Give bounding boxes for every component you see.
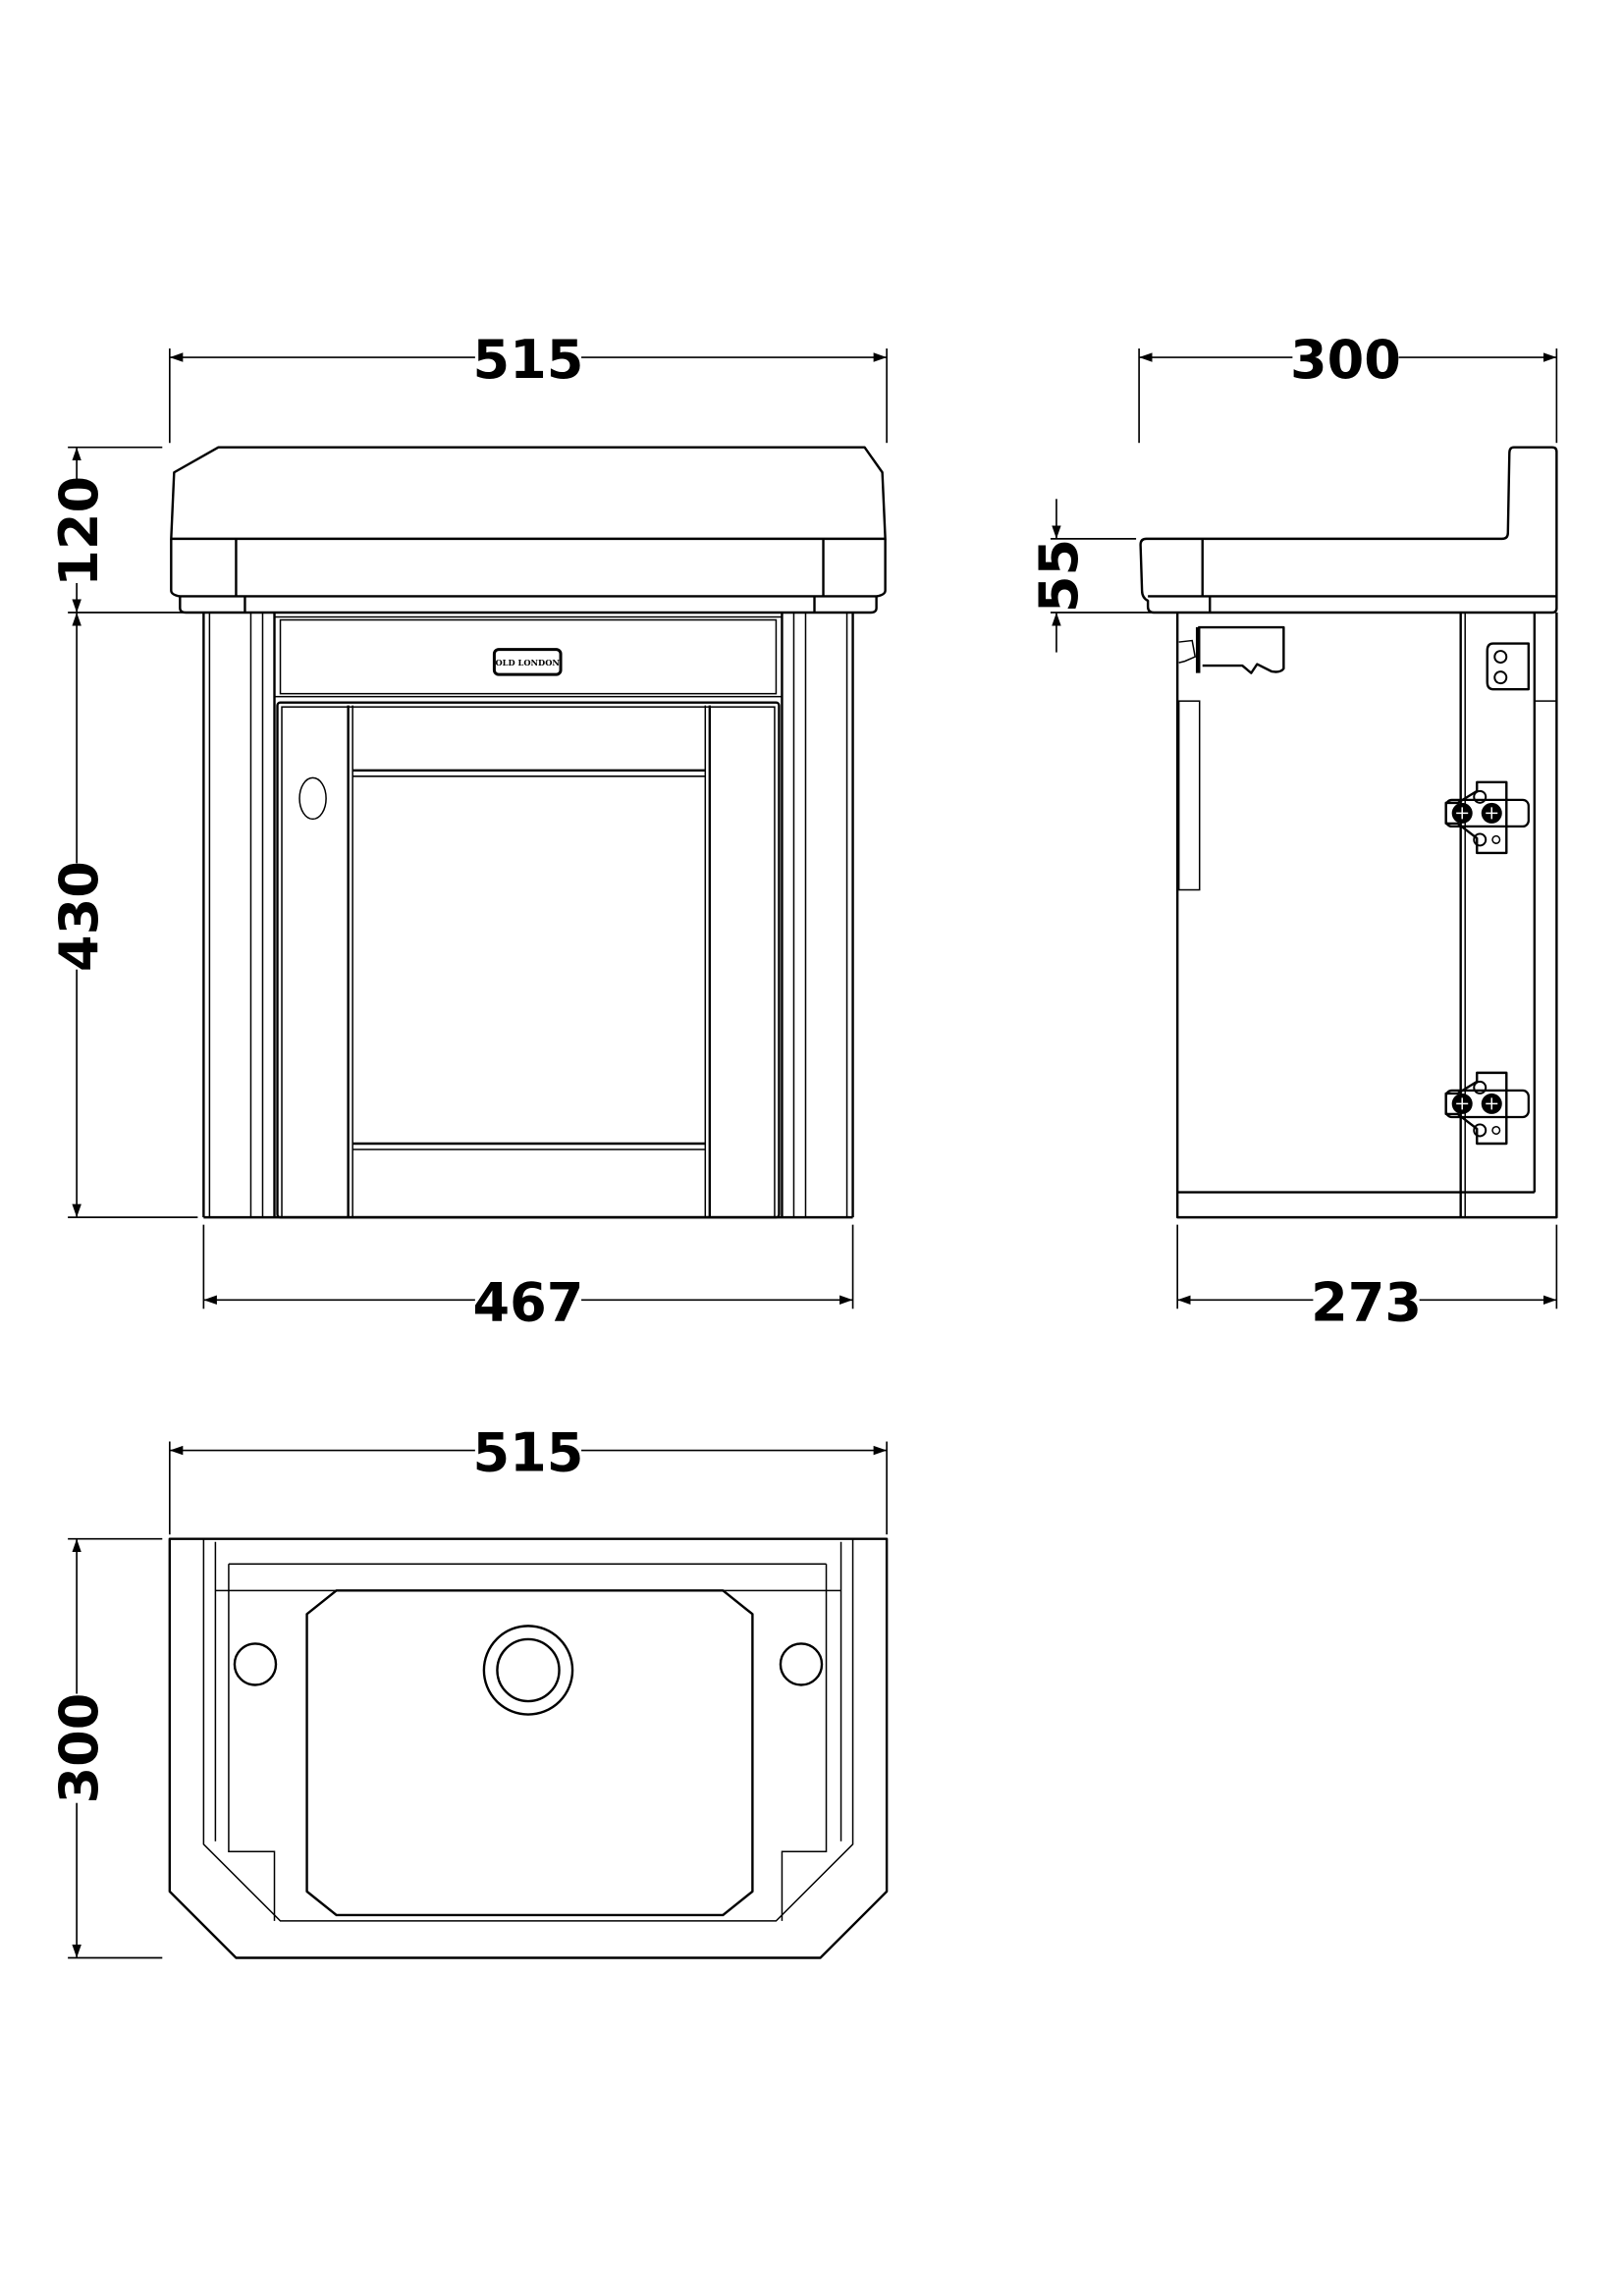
dimension-label: 273 bbox=[1311, 1271, 1422, 1333]
dimension-plan-depth: 300 bbox=[48, 1537, 163, 1959]
catch-icon bbox=[1178, 625, 1285, 674]
side-view: 300 55 bbox=[1028, 329, 1558, 1333]
dimension-label: 120 bbox=[48, 476, 110, 587]
dimension-front-width-bottom: 467 bbox=[202, 1224, 854, 1333]
dimension-label: 515 bbox=[473, 1422, 584, 1484]
dimension-basin-lip: 55 bbox=[1028, 499, 1152, 653]
front-view: 515 120 bbox=[48, 329, 888, 1333]
brand-badge: OLD LONDON bbox=[492, 648, 563, 676]
dimension-front-width-top: 515 bbox=[168, 329, 888, 444]
dimension-cabinet-height: 430 bbox=[48, 613, 198, 1218]
door-handle bbox=[1177, 700, 1201, 891]
dimension-label: 55 bbox=[1028, 539, 1090, 613]
tap-hole-right bbox=[779, 1642, 824, 1686]
dimension-side-depth-bottom: 273 bbox=[1176, 1224, 1558, 1333]
dimension-label: 300 bbox=[48, 1693, 110, 1804]
dimension-label: 430 bbox=[48, 861, 110, 972]
hinge-icon bbox=[1444, 780, 1530, 855]
keyhole-escutcheon bbox=[298, 776, 327, 821]
basin-front bbox=[170, 446, 887, 614]
basin-plan bbox=[168, 1537, 889, 1959]
dimension-label: 300 bbox=[1290, 329, 1401, 391]
tap-hole-left bbox=[233, 1642, 278, 1686]
drain-outer bbox=[482, 1625, 574, 1716]
hinge-plate-top bbox=[1486, 642, 1531, 691]
plan-view: 515 300 bbox=[48, 1422, 889, 1959]
brand-badge-text: OLD LONDON bbox=[496, 658, 561, 667]
cabinet-side bbox=[1175, 613, 1558, 1219]
cabinet-front: OLD LONDON bbox=[202, 613, 854, 1219]
dimension-label: 515 bbox=[473, 329, 584, 391]
dimension-plan-width: 515 bbox=[168, 1422, 888, 1535]
drain-inner bbox=[496, 1637, 561, 1703]
hinge-icon bbox=[1444, 1071, 1530, 1146]
dimension-label: 467 bbox=[473, 1271, 584, 1333]
dimension-side-depth-top: 300 bbox=[1138, 329, 1558, 444]
basin-side bbox=[1139, 446, 1558, 614]
dimension-basin-height: 120 bbox=[48, 446, 204, 614]
